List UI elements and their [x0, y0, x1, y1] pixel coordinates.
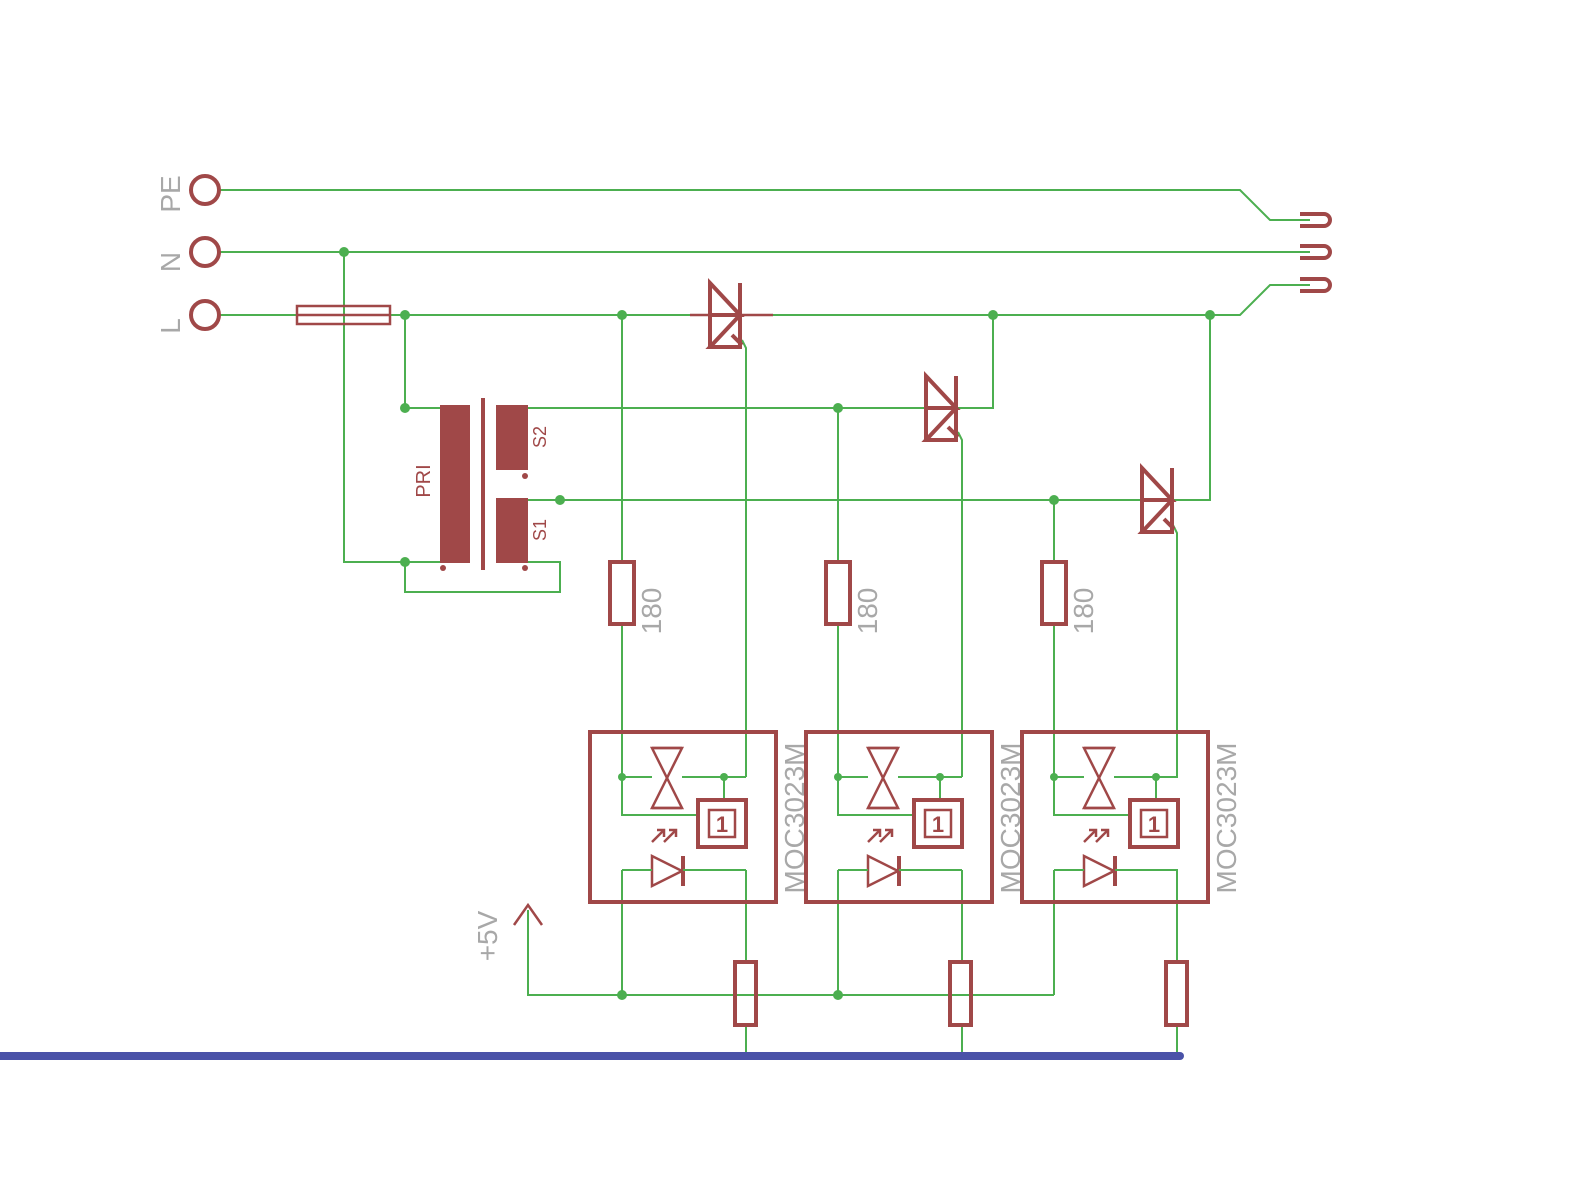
led-arrows-icon: [867, 828, 894, 843]
optocoupler-gate-glyph-3: 1: [1148, 812, 1160, 837]
triac-2: [921, 370, 961, 442]
resistor-1: 180: [608, 560, 667, 635]
led-resistor-1: [733, 960, 758, 1027]
resistor-icon: [824, 560, 852, 626]
resistor-icon: [608, 560, 636, 626]
led-arrows-icon: [651, 828, 678, 843]
led-resistor-2: [948, 960, 973, 1027]
resistor-3: 180: [1040, 560, 1099, 635]
terminal-circle-icon: [189, 236, 221, 268]
terminal-n: N: [155, 236, 221, 272]
triac-icon: [1053, 746, 1178, 816]
triac-icon: [837, 746, 962, 816]
transformer-secondary-label-s1: S1: [530, 519, 550, 541]
resistor-2: 180: [824, 560, 883, 635]
optocoupler-3: 1 MOC3023M: [1020, 730, 1242, 904]
terminal-label-l: L: [155, 318, 186, 334]
led-icon: [622, 853, 746, 889]
terminal-circle-icon: [189, 299, 221, 331]
terminal-pe: PE: [155, 174, 221, 213]
wires: [220, 189, 1310, 1056]
outlet-icon: [1300, 212, 1332, 293]
optocoupler-part-label-3: MOC3023M: [1211, 743, 1242, 894]
junctions: [339, 247, 1215, 1000]
supply-5v: +5V: [472, 902, 544, 961]
transformer-icon: [440, 398, 528, 571]
resistor-value-1: 180: [636, 588, 667, 635]
transformer-primary-label: PRI: [413, 464, 435, 497]
supply-arrow-icon: [512, 902, 544, 926]
triac-icon: [1137, 462, 1177, 534]
triac-icon: [921, 370, 961, 442]
led-icon: [838, 853, 962, 889]
optocoupler-gate-glyph-2: 1: [932, 812, 944, 837]
supply-label: +5V: [472, 910, 503, 961]
resistor-icon: [1040, 560, 1068, 626]
outlet: [1300, 212, 1332, 293]
fuse: [295, 304, 392, 326]
triac-icon: [621, 746, 746, 816]
resistor-value-2: 180: [852, 588, 883, 635]
led-icon: [1054, 853, 1178, 889]
terminal-circle-icon: [189, 174, 221, 206]
terminal-l: L: [155, 299, 221, 334]
transformer: PRI S2 S1: [413, 398, 550, 571]
terminal-label-pe: PE: [155, 175, 186, 212]
led-arrows-icon: [1083, 828, 1110, 843]
triac-1: [690, 277, 773, 349]
triac-icon: [690, 277, 773, 349]
led-resistor-3: [1164, 960, 1189, 1027]
optocoupler-gate-glyph-1: 1: [716, 812, 728, 837]
resistor-value-3: 180: [1068, 588, 1099, 635]
terminal-label-n: N: [155, 252, 186, 272]
triac-3: [1137, 462, 1177, 534]
transformer-secondary-label-s2: S2: [530, 426, 550, 448]
